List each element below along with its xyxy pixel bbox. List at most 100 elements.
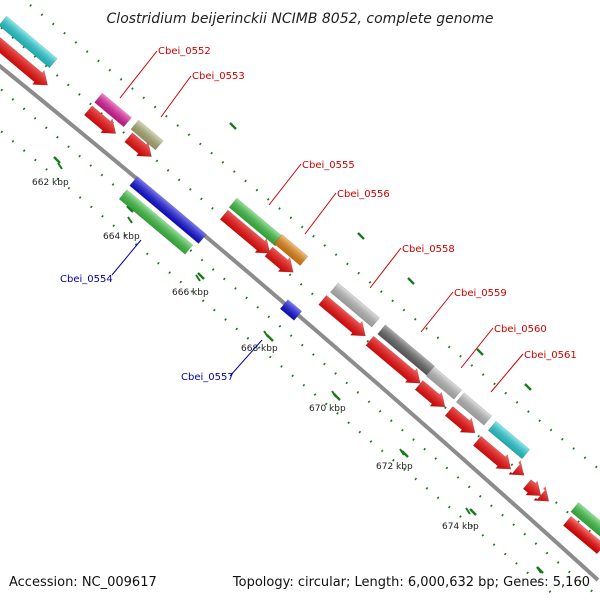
cds-arrow-cyan-right-shading xyxy=(473,436,511,470)
gene-cbei-0553 xyxy=(130,119,164,151)
gene-label-cbei-0556[interactable]: Cbei_0556 xyxy=(337,189,390,200)
guide-dash xyxy=(476,348,484,356)
gene-cbei-0558 xyxy=(330,282,380,328)
gene-cbei-0559 xyxy=(377,324,435,376)
cds-arrow-0560-shading xyxy=(415,380,446,407)
cds-arrow-small-1 xyxy=(508,459,525,476)
tick-label-668: 668 kbp xyxy=(241,344,278,354)
guide-dash xyxy=(469,508,477,516)
guide-dash xyxy=(53,156,61,164)
gene-cbei-0560 xyxy=(425,366,463,400)
gene-cbei-0553-shading xyxy=(130,120,164,150)
gene-cbei-0554-green xyxy=(118,189,194,255)
cds-arrow-cyan-right xyxy=(472,435,512,470)
cds-arrow-small-3-shading xyxy=(533,486,549,502)
guide-dash xyxy=(126,205,134,213)
tick-label-672: 672 kbp xyxy=(376,462,413,472)
gene-cbei-0561-shading xyxy=(456,392,492,426)
guide-dash xyxy=(357,232,365,240)
gene-cbei-0554-green-shading xyxy=(119,189,193,255)
gene-cbei-0556 xyxy=(273,234,309,266)
cds-arrow-0555-shading xyxy=(220,210,270,254)
label-leader-line xyxy=(119,50,158,99)
tick-label-662: 662 kbp xyxy=(32,178,69,188)
guide-line xyxy=(0,87,600,599)
cds-arrow-0552-shading xyxy=(84,105,116,134)
scale-tick xyxy=(263,330,269,338)
gene-cyan-right-shading xyxy=(488,421,530,459)
label-leader-line xyxy=(420,291,454,333)
gene-label-cbei-0555[interactable]: Cbei_0555 xyxy=(302,160,355,171)
cds-arrow-0558 xyxy=(318,294,366,337)
scale-tick xyxy=(536,566,542,574)
label-leader-line xyxy=(111,239,142,276)
gene-cbei-0556-shading xyxy=(274,234,308,266)
tick-label-664: 664 kbp xyxy=(103,232,140,242)
gene-cbei-0558-shading xyxy=(330,283,380,327)
cds-arrow-small-3 xyxy=(533,485,550,502)
scale-tick xyxy=(57,162,63,170)
gene-cbei-0555 xyxy=(228,197,284,247)
gene-label-cbei-0558[interactable]: Cbei_0558 xyxy=(402,244,455,255)
gene-label-cbei-0553[interactable]: Cbei_0553 xyxy=(192,71,245,82)
scale-tick xyxy=(399,448,405,456)
cds-arrow-small-2-shading xyxy=(523,479,541,496)
cds-arrow-0561 xyxy=(444,406,476,434)
label-leader-line xyxy=(369,247,402,289)
label-leader-line xyxy=(304,192,337,235)
scale-tick xyxy=(127,216,133,224)
cds-arrow-0558-shading xyxy=(318,295,366,336)
label-leader-line xyxy=(160,75,192,118)
cds-box-right-shading xyxy=(563,516,600,554)
gene-label-cbei-0560[interactable]: Cbei_0560 xyxy=(494,324,547,335)
gene-features xyxy=(0,15,600,555)
gene-cbei-0561 xyxy=(455,392,493,426)
cds-arrow-0561-shading xyxy=(445,406,476,433)
scale-tick xyxy=(331,390,337,398)
gene-cbei-0555-shading xyxy=(229,198,283,246)
gene-cyan-right xyxy=(487,420,531,460)
guide-lines xyxy=(0,4,600,600)
guide-dash xyxy=(197,272,205,280)
cds-arrow-0559 xyxy=(365,335,421,384)
gene-label-cbei-0559[interactable]: Cbei_0559 xyxy=(454,288,507,299)
map-title: Clostridium beijerinckii NCIMB 8052, com… xyxy=(107,11,494,27)
label-leader-line xyxy=(460,327,494,369)
gene-labels: Cbei_0552 Cbei_0553 Cbei_0555 Cbei_0556 … xyxy=(60,46,577,383)
tick-label-674: 674 kbp xyxy=(442,522,479,532)
cds-arrow-0560 xyxy=(414,380,446,408)
scale-tick xyxy=(465,507,471,515)
label-leader-line xyxy=(490,353,524,393)
gene-cbei-0554-blue-shading xyxy=(129,176,207,244)
cds-arrow-left-shading xyxy=(0,34,48,86)
guide-dash xyxy=(524,383,532,391)
gene-label-cbei-0561[interactable]: Cbei_0561 xyxy=(524,350,577,361)
gene-label-cbei-0557[interactable]: Cbei_0557 xyxy=(181,372,234,383)
guide-dash xyxy=(407,277,415,285)
cds-arrow-0556 xyxy=(264,246,294,273)
gene-cbei-0559-shading xyxy=(377,324,435,376)
gene-label-cbei-0554[interactable]: Cbei_0554 xyxy=(60,274,113,285)
label-leader-line xyxy=(268,163,302,206)
scale-tick-labels: 662 kbp 664 kbp 666 kbp 668 kbp 670 kbp … xyxy=(32,178,479,532)
cds-arrow-small-1-shading xyxy=(508,460,524,476)
cds-arrow-small-2 xyxy=(522,479,542,497)
cds-arrow-left xyxy=(0,33,48,86)
gene-cyan-left-shading xyxy=(0,16,58,68)
scale-tick xyxy=(195,274,201,282)
guide-dash xyxy=(229,122,237,130)
cds-arrow-0553 xyxy=(124,132,152,157)
cds-arrow-0559-shading xyxy=(365,336,421,384)
gene-cbei-0552 xyxy=(94,92,132,128)
gene-cbei-0560-shading xyxy=(426,366,462,400)
label-leader-line xyxy=(229,339,263,377)
tick-label-666: 666 kbp xyxy=(172,288,209,298)
cds-arrow-0556-shading xyxy=(264,247,294,273)
tick-label-670: 670 kbp xyxy=(309,404,346,414)
cds-arrow-0553-shading xyxy=(124,132,152,157)
gene-label-cbei-0552[interactable]: Cbei_0552 xyxy=(158,46,211,57)
scale-ticks xyxy=(57,162,542,574)
gene-cbei-0557 xyxy=(279,299,303,321)
gene-cbei-0554-blue xyxy=(129,176,207,244)
